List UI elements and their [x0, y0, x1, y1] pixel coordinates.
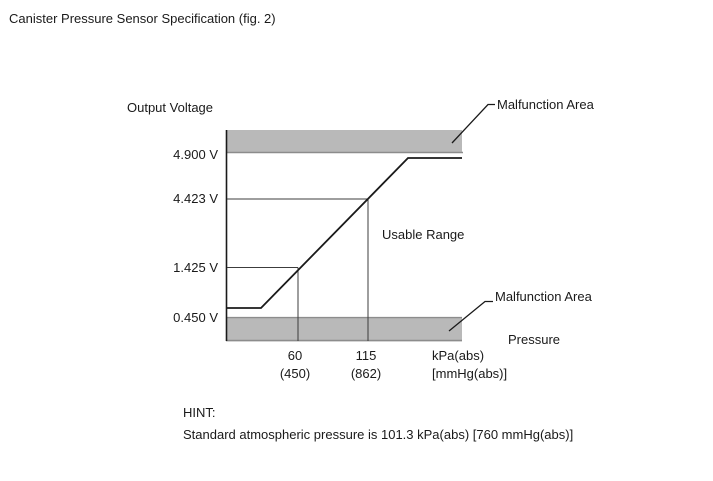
y-tick-4900: 4.900 V — [173, 147, 218, 162]
x-axis-units-kpa: kPa(abs) — [432, 348, 485, 363]
leader-line-malfunction-bottom — [448, 300, 493, 332]
page-title: Canister Pressure Sensor Specification (… — [9, 11, 276, 26]
x-tick-115-kpa: 115 — [355, 348, 377, 363]
malfunction-band-bottom — [226, 318, 462, 340]
malfunction-area-top-label: Malfunction Area — [497, 97, 594, 112]
x-tick-60-kpa: 60 — [287, 348, 303, 363]
x-tick-60-mmhg: (450) — [279, 366, 311, 381]
hint-label: HINT: — [183, 405, 216, 420]
leader-line-malfunction-top — [451, 103, 495, 144]
y-tick-0450: 0.450 V — [173, 310, 218, 325]
x-axis-units-mmhg: [mmHg(abs)] — [432, 366, 508, 381]
sensor-output-curve — [227, 157, 462, 309]
y-tick-1425: 1.425 V — [173, 260, 218, 275]
usable-range-label: Usable Range — [382, 227, 465, 242]
x-axis-title: Pressure — [508, 332, 561, 347]
y-axis-title: Output Voltage — [127, 100, 214, 115]
malfunction-area-bottom-label: Malfunction Area — [495, 289, 592, 304]
hint-text: Standard atmospheric pressure is 101.3 k… — [183, 427, 574, 442]
x-tick-115-mmhg: (862) — [350, 366, 382, 381]
y-tick-4423: 4.423 V — [173, 191, 218, 206]
malfunction-band-top — [226, 130, 462, 153]
